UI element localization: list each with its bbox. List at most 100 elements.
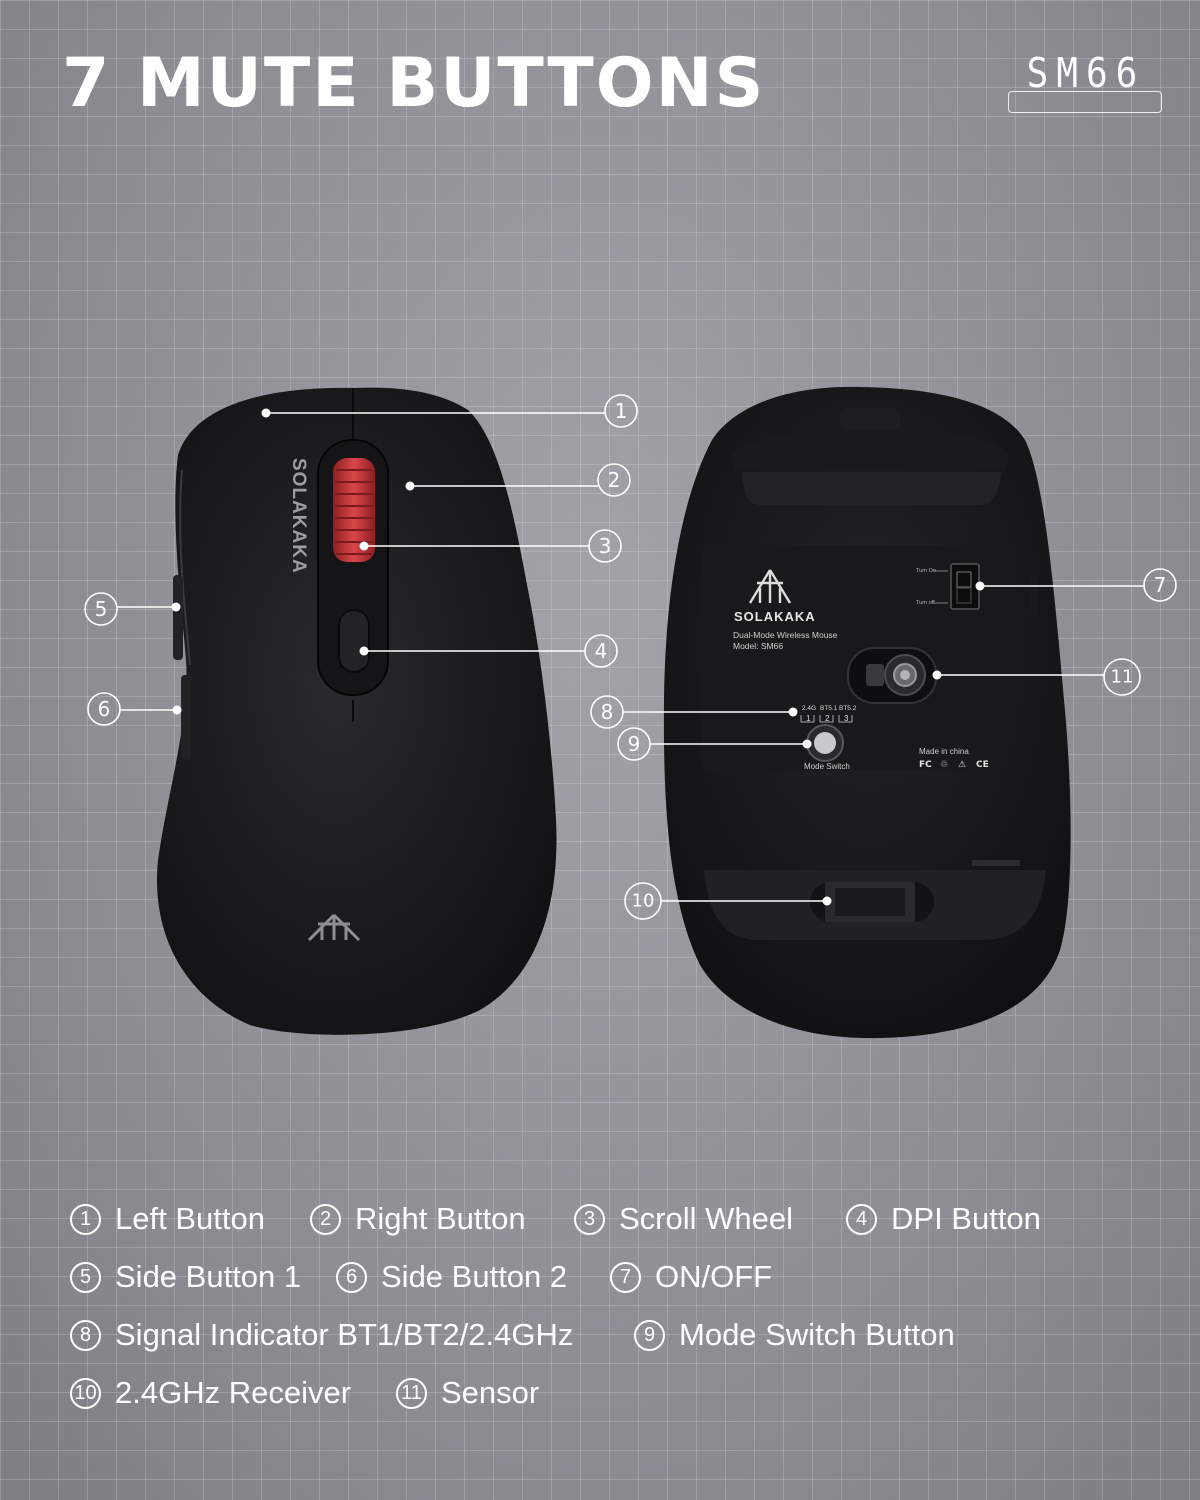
mouse-top-view: SOLAKAKA	[156, 387, 557, 1035]
signal-number-2: 2	[825, 714, 830, 723]
legend-label: Side Button 2	[381, 1259, 568, 1294]
legend: 1 Left Button 2 Right Button 3 Scroll Wh…	[70, 1190, 1150, 1422]
legend-item-dpi-button: 4 DPI Button	[846, 1201, 1041, 1237]
legend-row-3: 8 Signal Indicator BT1/BT2/2.4GHz 9 Mode…	[70, 1306, 1150, 1364]
callout-10-label: 10	[632, 891, 655, 912]
callouts: 1 2 3 4 5	[84, 394, 1177, 920]
signal-number-3: 3	[844, 714, 849, 723]
label-line-1: Dual-Mode Wireless Mouse	[733, 630, 838, 640]
legend-item-sensor: 11 Sensor	[396, 1375, 539, 1411]
legend-number: 7	[610, 1261, 641, 1293]
cert-warning-icon: ⚠	[958, 760, 966, 770]
legend-label: Sensor	[441, 1375, 540, 1410]
callout-5-label: 5	[95, 597, 108, 621]
legend-row-4: 10 2.4GHz Receiver 11 Sensor	[70, 1364, 1150, 1422]
mode-switch-label: Mode Switch	[804, 762, 850, 771]
signal-label-2: BT5.1	[820, 705, 838, 712]
legend-label: Signal Indicator BT1/BT2/2.4GHz	[115, 1317, 574, 1352]
label-line-2: Model: SM66	[733, 641, 783, 651]
callout-3-label: 3	[599, 534, 612, 558]
callout-10: 10	[624, 882, 832, 920]
legend-number: 1	[70, 1203, 101, 1235]
page-title: 7 MUTE BUTTONS	[62, 44, 766, 123]
legend-label: Scroll Wheel	[619, 1201, 793, 1236]
receiver-slot[interactable]	[810, 882, 934, 922]
signal-indicator: 2.4G BT5.1 BT5.2 1 2 3	[800, 705, 857, 723]
model-badge: SM66	[1008, 50, 1164, 114]
top-brand-text: SOLAKAKA	[288, 458, 309, 574]
legend-item-right-button: 2 Right Button	[310, 1201, 574, 1237]
dpi-button[interactable]	[338, 609, 370, 673]
legend-item-left-button: 1 Left Button	[70, 1201, 310, 1237]
legend-label: ON/OFF	[655, 1259, 773, 1294]
product-illustration: SOLAKAKA SOLAKAKA Dual-Mode	[84, 386, 1177, 1039]
legend-row-2: 5 Side Button 1 6 Side Button 2 7 ON/OFF	[70, 1248, 1150, 1306]
callout-5: 5	[84, 592, 181, 626]
mode-switch-button[interactable]	[806, 724, 844, 762]
signal-label-3: BT5.2	[839, 705, 857, 712]
callout-7: 7	[975, 568, 1177, 602]
power-switch[interactable]	[950, 563, 980, 610]
bottom-brand-text: SOLAKAKA	[734, 609, 816, 624]
bottom-label-plate	[702, 545, 994, 771]
callout-4: 4	[359, 634, 618, 668]
callout-6: 6	[87, 692, 182, 726]
made-in-label: Made in china	[919, 747, 969, 756]
legend-number: 9	[634, 1319, 665, 1351]
legend-label: Mode Switch Button	[679, 1317, 955, 1352]
legend-label: Right Button	[355, 1201, 526, 1236]
legend-item-scroll-wheel: 3 Scroll Wheel	[574, 1201, 846, 1237]
legend-label: Side Button 1	[115, 1259, 302, 1294]
cert-ce: CE	[976, 760, 989, 770]
legend-item-on-off: 7 ON/OFF	[610, 1259, 772, 1295]
callout-2: 2	[405, 463, 631, 497]
legend-label: Left Button	[115, 1201, 265, 1236]
side-button-2[interactable]	[181, 675, 191, 760]
callout-9-label: 9	[628, 732, 641, 756]
side-button-1[interactable]	[173, 575, 183, 660]
legend-label: DPI Button	[891, 1201, 1041, 1236]
signal-number-1: 1	[806, 714, 811, 723]
legend-item-signal-indicator: 8 Signal Indicator BT1/BT2/2.4GHz	[70, 1317, 634, 1353]
callout-8: 8	[590, 695, 798, 729]
callout-6-label: 6	[98, 697, 111, 721]
legend-number: 6	[336, 1261, 367, 1293]
mouse-bottom-view: SOLAKAKA Dual-Mode Wireless Mouse Model:…	[663, 386, 1071, 1039]
cert-marks: FC ♲ ⚠ CE	[919, 760, 989, 770]
legend-number: 10	[70, 1377, 101, 1409]
legend-label: 2.4GHz Receiver	[115, 1375, 352, 1410]
model-badge-bar	[1008, 91, 1162, 113]
callout-4-label: 4	[595, 639, 608, 663]
callout-7-label: 7	[1154, 573, 1167, 597]
legend-item-side-button-2: 6 Side Button 2	[336, 1259, 610, 1295]
legend-number: 5	[70, 1261, 101, 1293]
cert-recycle-icon: ♲	[940, 760, 948, 770]
bottom-logo-icon	[748, 569, 792, 604]
callout-1: 1	[261, 394, 638, 428]
callout-3: 3	[359, 529, 622, 563]
cert-fc: FC	[919, 760, 932, 770]
switch-on-label: Turn On	[916, 568, 936, 574]
legend-item-side-button-1: 5 Side Button 1	[70, 1259, 336, 1295]
legend-number: 2	[310, 1203, 341, 1235]
callout-2-label: 2	[608, 468, 621, 492]
switch-off-label: Turn off	[916, 600, 935, 606]
scroll-wheel[interactable]	[333, 458, 375, 562]
legend-number: 3	[574, 1203, 605, 1235]
legend-item-receiver: 10 2.4GHz Receiver	[70, 1375, 396, 1411]
legend-number: 8	[70, 1319, 101, 1351]
legend-item-mode-switch: 9 Mode Switch Button	[634, 1317, 955, 1353]
legend-number: 4	[846, 1203, 877, 1235]
model-name: SM66	[1026, 50, 1146, 98]
callout-11: 11	[932, 658, 1141, 696]
brand-logo-icon	[307, 913, 361, 942]
legend-number: 11	[396, 1377, 427, 1409]
callout-8-label: 8	[601, 700, 614, 724]
callout-9: 9	[617, 727, 812, 761]
mouse-top-shell	[156, 387, 557, 1035]
legend-row-1: 1 Left Button 2 Right Button 3 Scroll Wh…	[70, 1190, 1150, 1248]
callout-11-label: 11	[1111, 667, 1134, 688]
callout-1-label: 1	[615, 399, 628, 423]
sensor	[847, 647, 937, 704]
top-glide-pad	[742, 472, 1002, 505]
